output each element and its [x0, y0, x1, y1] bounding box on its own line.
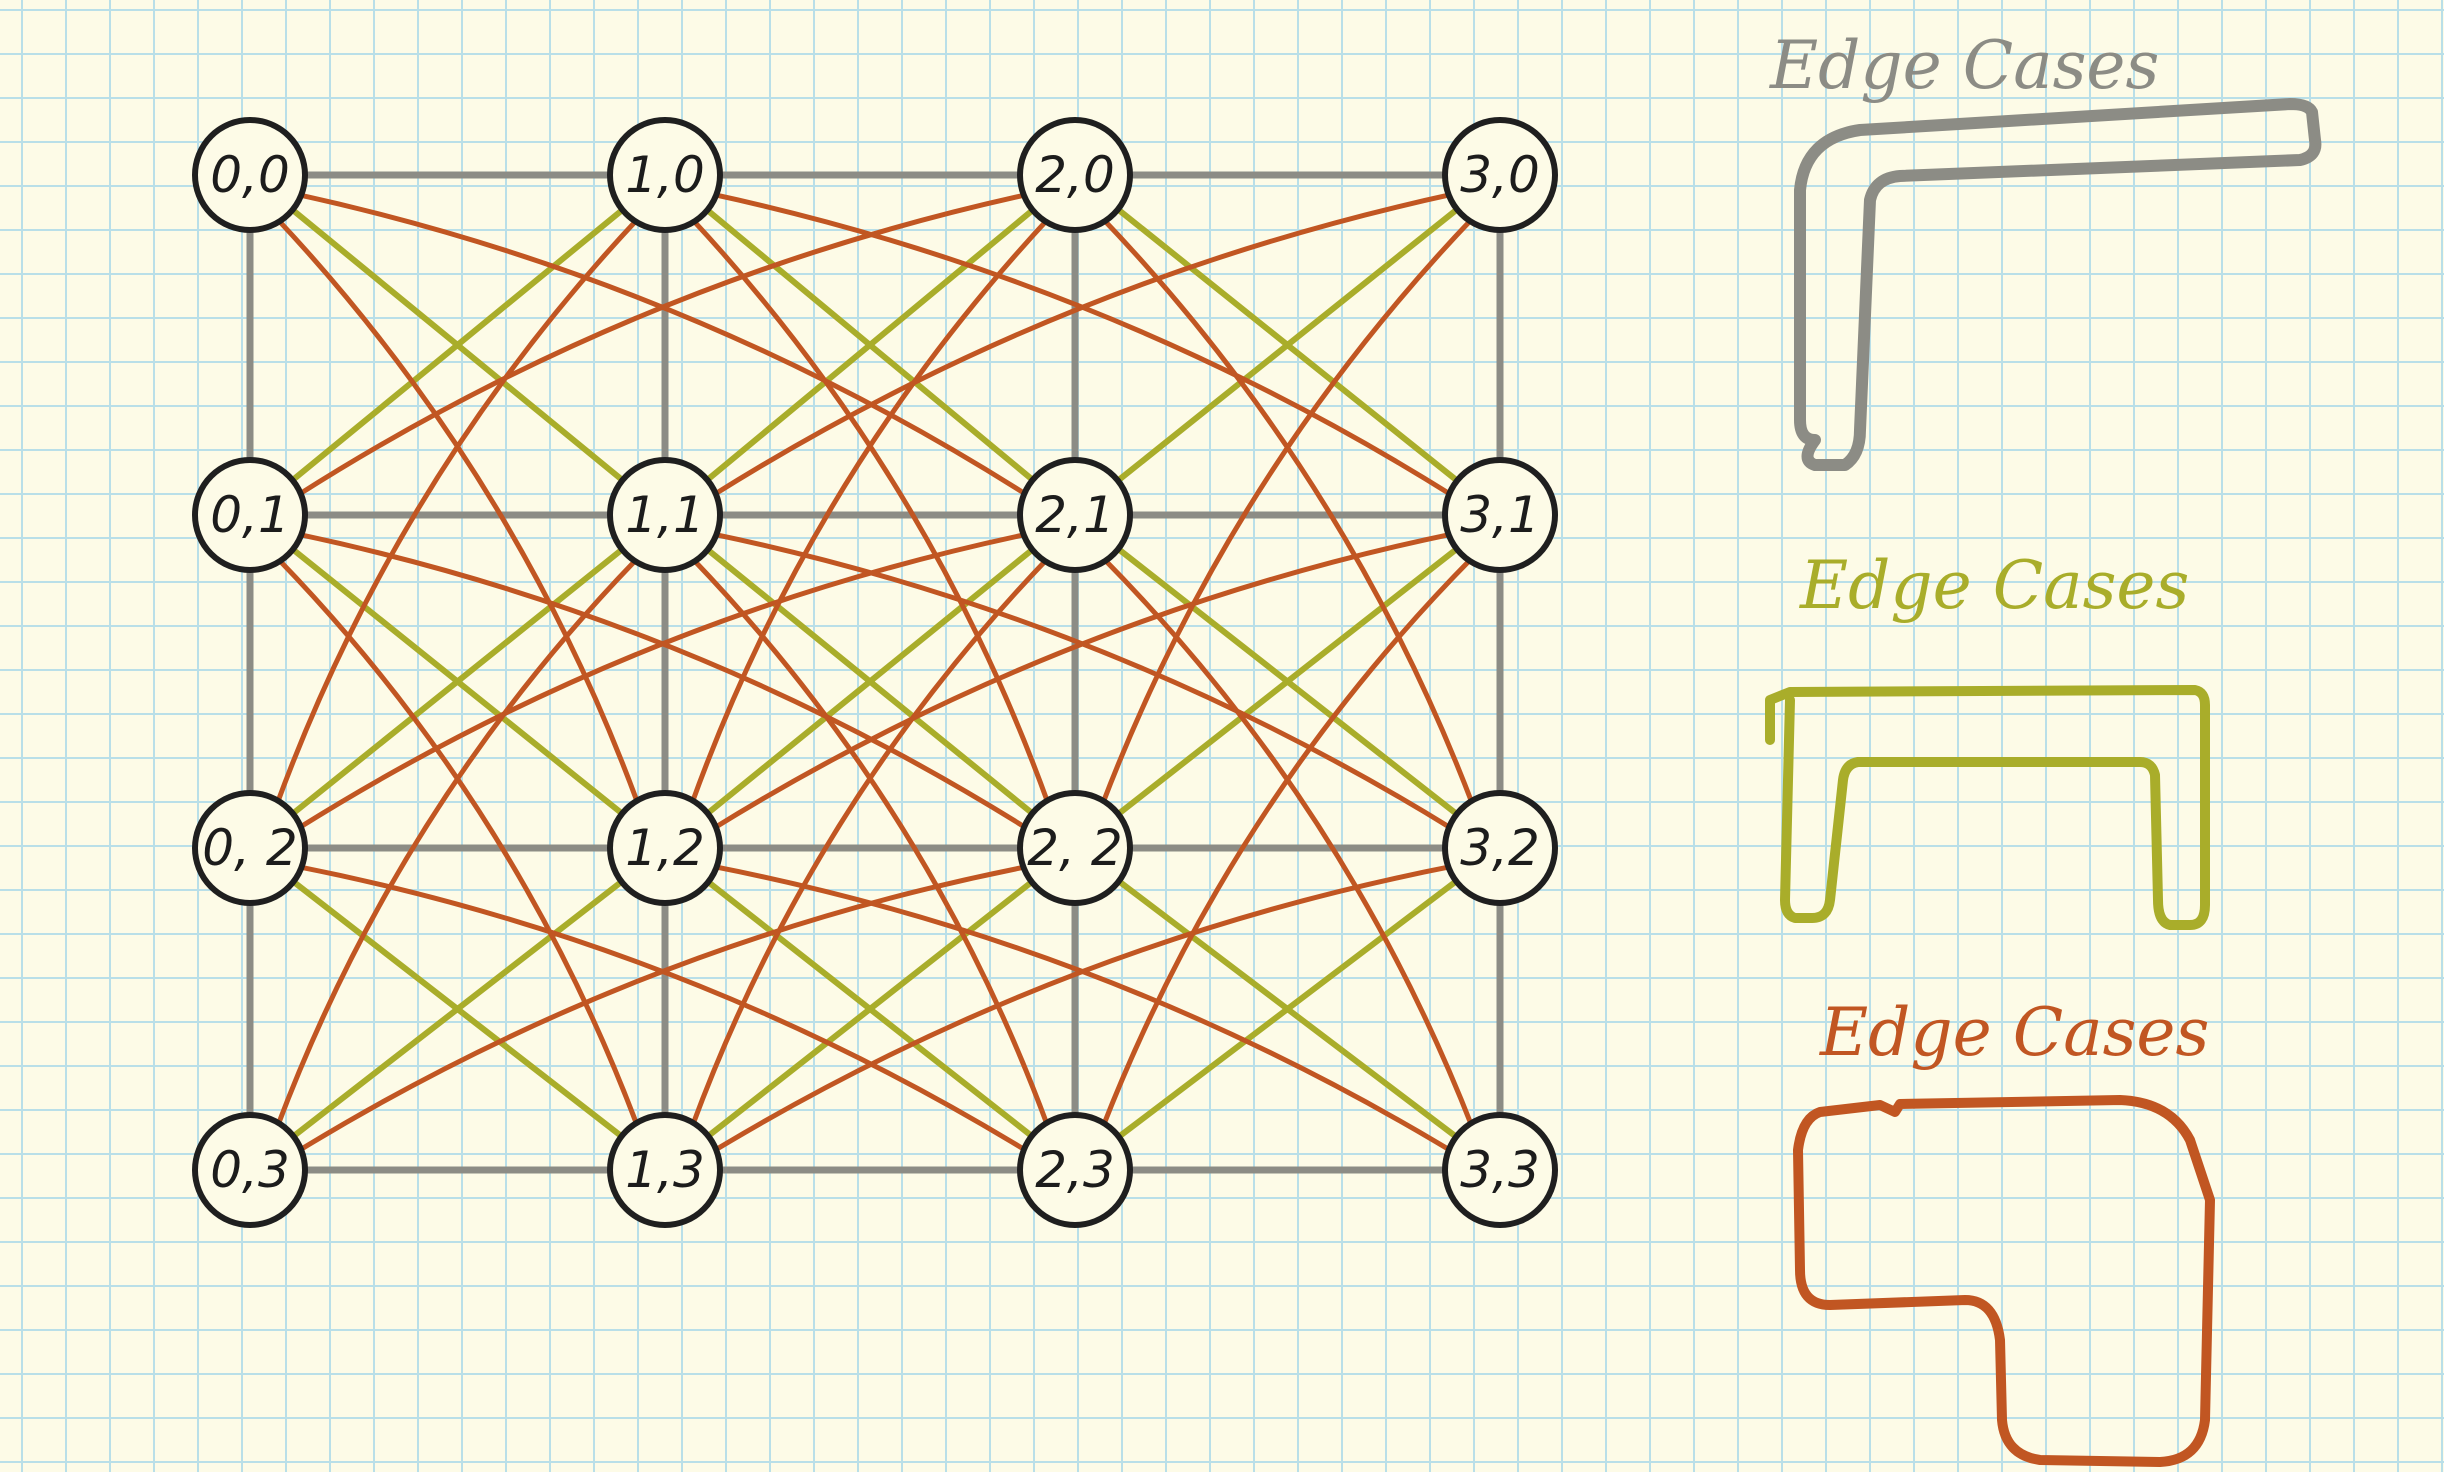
graph-nodes: 0,0 1,0 2,0 3,0 0,1 1,1 2,1 3,1 0, 2 1,2 2, 2 3,2 0,…: [192, 117, 1558, 1228]
olive-edge: [286, 543, 629, 820]
rust-edge: [709, 531, 1456, 832]
node-label: 0,0: [210, 146, 290, 204]
rust-edge: [1100, 555, 1475, 1130]
diagonal-edges: [286, 203, 1464, 1143]
node-circle: [1442, 457, 1558, 573]
rust-edge: [710, 863, 1455, 1155]
rust-edge: [274, 215, 641, 808]
node-label: 3,2: [1460, 819, 1540, 877]
node-label: 3,1: [1460, 486, 1540, 544]
graph-node: 2,1: [1017, 457, 1133, 573]
rust-edge: [709, 191, 1456, 499]
olive-edge: [701, 204, 1039, 486]
rust-l-shape-icon: [1793, 1095, 2215, 1467]
rust-edge: [1099, 215, 1476, 808]
node-label: 3,3: [1460, 1141, 1540, 1199]
graph-node: 3,2: [1442, 790, 1558, 906]
node-circle: [192, 790, 308, 906]
node-label: 1,2: [625, 819, 705, 877]
node-circle: [192, 117, 308, 233]
legend-item-rust: Edge Cases: [1793, 994, 2215, 1467]
node-circle: [1442, 117, 1558, 233]
node-label: 3,0: [1460, 146, 1540, 204]
rust-edge: [294, 191, 1031, 499]
graph-node: 3,1: [1442, 457, 1558, 573]
node-label: 2,0: [1035, 146, 1115, 204]
gray-l-shape-icon: [1794, 98, 2322, 471]
olive-edge: [702, 876, 1038, 1142]
rust-edge: [294, 531, 1031, 832]
node-circle: [1017, 1112, 1133, 1228]
rust-edge: [294, 191, 1031, 499]
graph-node: 1,0: [607, 117, 723, 233]
rust-edge: [274, 215, 641, 808]
olive-edge: [701, 544, 1039, 819]
legend-label-gray: Edge Cases: [1769, 27, 2159, 104]
node-label: 0,3: [210, 1141, 290, 1199]
olive-u-shape-icon: [1765, 685, 2210, 930]
node-label: 2,1: [1035, 486, 1115, 544]
rust-edge: [1100, 555, 1475, 1130]
node-label: 2,3: [1035, 1141, 1115, 1199]
node-circle: [1017, 457, 1133, 573]
graph-node: 2, 2: [1017, 790, 1133, 906]
graph-node: 1,1: [607, 457, 723, 573]
rust-edge: [709, 191, 1456, 499]
node-circle: [1442, 790, 1558, 906]
knight-move-edges: [274, 191, 1476, 1155]
rust-edge: [294, 531, 1031, 832]
legend-item-gray: Edge Cases: [1769, 27, 2322, 471]
graph-node: 2,3: [1017, 1112, 1133, 1228]
node-circle: [1017, 117, 1133, 233]
legend-label-rust: Edge Cases: [1819, 994, 2209, 1071]
node-circle: [1017, 790, 1133, 906]
node-label: 2, 2: [1027, 819, 1122, 877]
node-label: 0, 2: [202, 819, 297, 877]
rust-edge: [689, 555, 1051, 1130]
node-circle: [607, 1112, 723, 1228]
node-circle: [607, 117, 723, 233]
node-label: 1,0: [625, 146, 705, 204]
node-label: 1,3: [625, 1141, 705, 1199]
olive-edge: [1112, 875, 1463, 1143]
graph-node: 3,0: [1442, 117, 1558, 233]
olive-edge: [1111, 203, 1464, 487]
olive-edge: [287, 876, 628, 1142]
node-circle: [192, 1112, 308, 1228]
rust-edge: [689, 555, 1051, 1130]
rust-edge: [295, 864, 1030, 1154]
orthogonal-edges: [246, 171, 1504, 1174]
graph-node: 0,0: [192, 117, 308, 233]
rust-edge: [1099, 215, 1476, 808]
node-circle: [192, 457, 308, 573]
rust-edge: [709, 531, 1456, 832]
node-label: 1,1: [625, 486, 705, 544]
legend-label-olive: Edge Cases: [1799, 547, 2189, 624]
graph-node: 1,2: [607, 790, 723, 906]
graph-node: 2,0: [1017, 117, 1133, 233]
node-circle: [607, 790, 723, 906]
rust-edge: [689, 216, 1051, 807]
olive-edge: [286, 204, 629, 486]
graph-node: 3,3: [1442, 1112, 1558, 1228]
node-label: 0,1: [210, 486, 290, 544]
graph-node: 1,3: [607, 1112, 723, 1228]
rust-edge: [689, 216, 1051, 807]
graph-node: 0,1: [192, 457, 308, 573]
rust-edge: [295, 864, 1030, 1154]
legend: Edge Cases Edge Cases Edge Cases: [1765, 27, 2322, 1467]
olive-edge: [1112, 543, 1463, 820]
graph-node: 0,3: [192, 1112, 308, 1228]
rust-edge: [274, 555, 641, 1130]
node-circle: [607, 457, 723, 573]
graph-node: 0, 2: [192, 790, 308, 906]
rust-edge: [274, 555, 641, 1130]
legend-item-olive: Edge Cases: [1765, 547, 2210, 930]
rust-edge: [710, 863, 1455, 1155]
node-circle: [1442, 1112, 1558, 1228]
